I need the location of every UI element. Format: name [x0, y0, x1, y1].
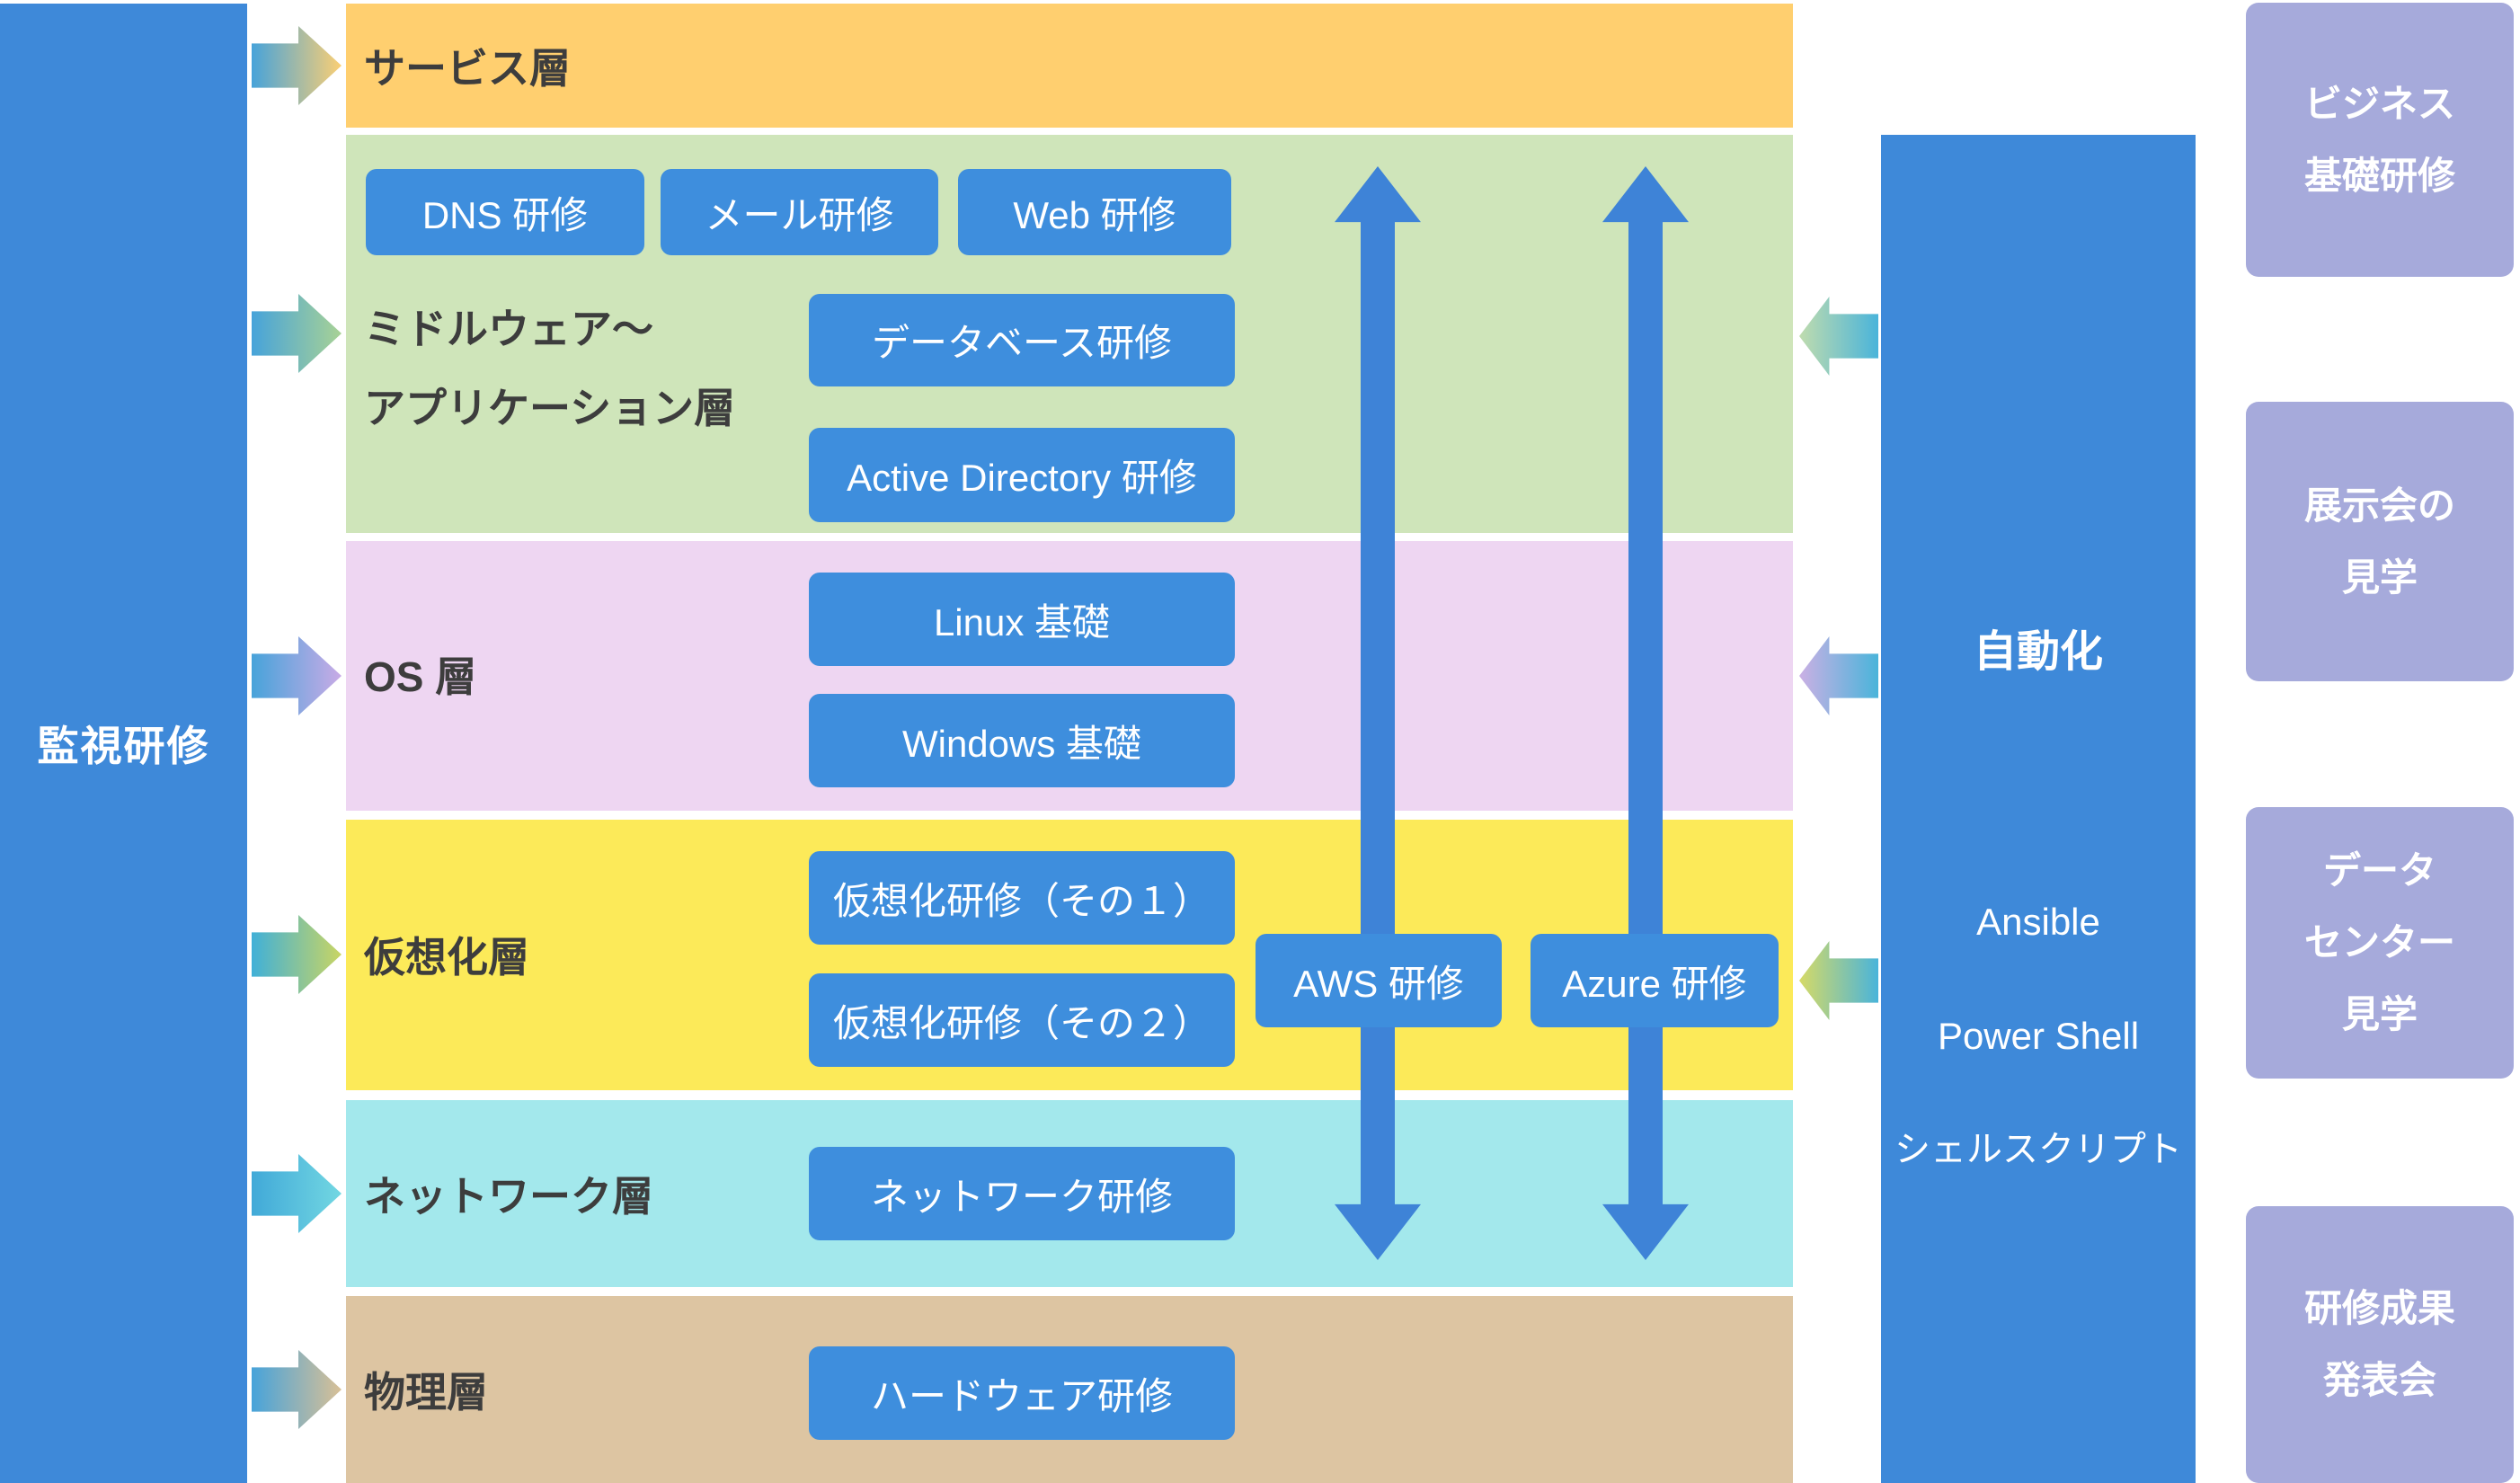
- training-box-azure: Azure 研修: [1531, 934, 1779, 1027]
- training-box-virtualization-1: 仮想化研修（その１）: [809, 851, 1235, 945]
- automation-title: 自動化: [1973, 628, 2103, 676]
- automation-column: 自動化 Ansible Power Shell シェルスクリプト: [1881, 135, 2196, 1483]
- program-box-line: 展示会の: [2303, 484, 2455, 527]
- training-box-aws: AWS 研修: [1256, 934, 1502, 1027]
- arrow-right-icon: [252, 636, 342, 715]
- label-os-layer: OS 層: [364, 653, 477, 700]
- training-box-network: ネットワーク研修: [809, 1147, 1235, 1240]
- training-box-dns: DNS 研修: [366, 169, 644, 255]
- label-middleware-line2: アプリケーション層: [364, 385, 736, 431]
- arrow-right-icon: [252, 26, 342, 105]
- band-service-layer: [346, 4, 1793, 128]
- program-box-line: 基礎研修: [2303, 154, 2455, 197]
- automation-item-ansible: Ansible: [1976, 901, 2100, 943]
- program-box-line: センター: [2303, 921, 2455, 964]
- training-box-windows: Windows 基礎: [809, 694, 1235, 787]
- arrow-right-icon: [252, 294, 342, 373]
- label-virtualization-layer: 仮想化層: [364, 934, 529, 981]
- program-box-results-presentation: 研修成果 発表会: [2246, 1206, 2514, 1483]
- training-box-linux: Linux 基礎: [809, 573, 1235, 666]
- monitoring-column: 監視研修: [0, 4, 247, 1483]
- label-network-layer: ネットワーク層: [364, 1173, 653, 1220]
- training-box-virtualization-2: 仮想化研修（その２）: [809, 973, 1235, 1067]
- program-box-line: 見学: [2341, 992, 2418, 1035]
- training-box-hardware: ハードウェア研修: [809, 1346, 1235, 1440]
- program-box-line: 見学: [2341, 555, 2418, 599]
- training-box-web: Web 研修: [958, 169, 1231, 255]
- monitoring-label: 監視研修: [37, 723, 210, 769]
- program-box-line: 研修成果: [2303, 1287, 2455, 1330]
- label-middleware-layer: ミドルウェア〜 アプリケーション層: [364, 289, 735, 448]
- automation-item-powershell: Power Shell: [1937, 1015, 2140, 1057]
- automation-item-shellscript: シェルスクリプト: [1894, 1130, 2182, 1169]
- label-service-layer: サービス層: [364, 45, 571, 92]
- arrow-left-icon: [1799, 636, 1878, 715]
- program-box-datacenter-tour: データ センター 見学: [2246, 807, 2514, 1079]
- arrow-right-icon: [252, 915, 342, 994]
- label-physical-layer: 物理層: [364, 1369, 488, 1416]
- program-box-business-basics: ビジネス 基礎研修: [2246, 3, 2514, 277]
- program-box-line: 発表会: [2322, 1359, 2436, 1401]
- training-box-active-directory: Active Directory 研修: [809, 428, 1235, 522]
- arrow-left-icon: [1799, 297, 1878, 376]
- training-box-database: データベース研修: [809, 294, 1235, 386]
- arrow-right-icon: [252, 1350, 342, 1429]
- training-box-mail: メール研修: [661, 169, 938, 255]
- program-box-exhibition-tour: 展示会の 見学: [2246, 402, 2514, 681]
- arrow-right-icon: [252, 1154, 342, 1233]
- arrow-left-icon: [1799, 941, 1878, 1020]
- program-box-line: ビジネス: [2303, 82, 2455, 125]
- program-box-line: データ: [2322, 849, 2436, 892]
- label-middleware-line1: ミドルウェア〜: [364, 306, 653, 352]
